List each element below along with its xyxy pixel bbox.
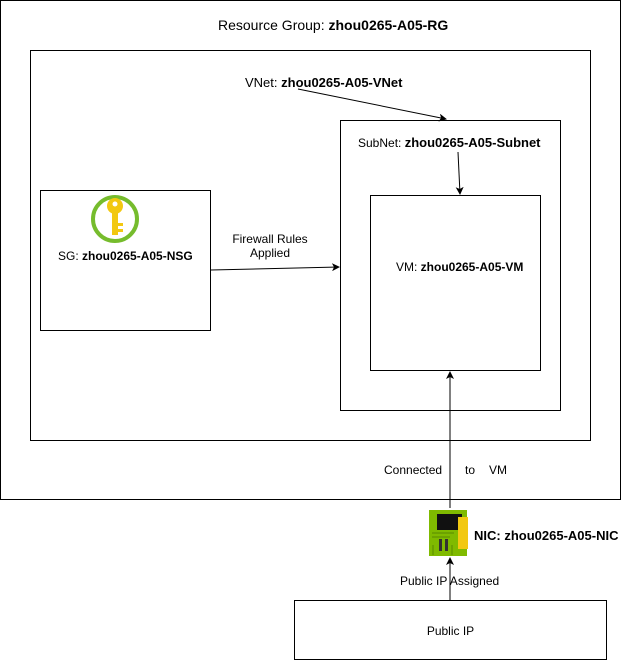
vm-box	[370, 195, 541, 371]
nsg-box	[40, 190, 211, 331]
firewall-rules-label: Firewall Rules Applied	[232, 232, 308, 260]
vnet-label: VNet: zhou0265-A05-VNet	[245, 75, 403, 90]
vm-label: VM: zhou0265-A05-VM	[396, 260, 524, 274]
public-ip-label: Public IP	[426, 624, 475, 638]
connected-label-word1: Connected	[384, 463, 443, 477]
connected-label-word3: VM	[489, 463, 507, 477]
resource-group-label: Resource Group: zhou0265-A05-RG	[218, 17, 449, 33]
key-icon	[90, 193, 140, 245]
subnet-label: SubNet: zhou0265-A05-Subnet	[358, 135, 541, 150]
nsg-label: SG: zhou0265-A05-NSG	[58, 249, 193, 263]
public-ip-box	[294, 600, 607, 660]
network-card-icon	[428, 509, 470, 557]
public-ip-assigned-label: Public IP Assigned	[400, 574, 500, 588]
nic-label: NIC: zhou0265-A05-NIC	[474, 528, 619, 543]
connected-label-word2: to	[465, 463, 476, 477]
